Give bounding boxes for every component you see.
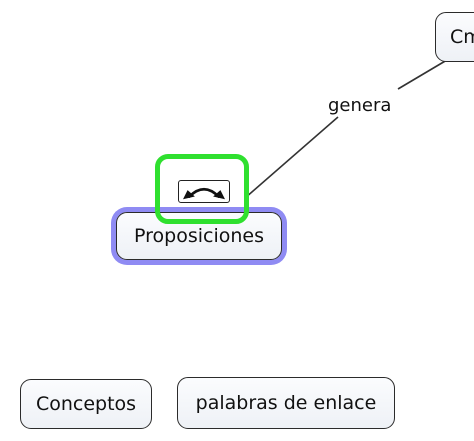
link-label-genera[interactable]: genera bbox=[327, 95, 393, 116]
link-line-lower bbox=[244, 116, 339, 199]
concept-node-conceptos[interactable]: Conceptos bbox=[20, 379, 152, 429]
link-creation-handle[interactable] bbox=[155, 154, 249, 224]
curved-double-arrow-icon bbox=[178, 180, 230, 203]
node-label: Proposiciones bbox=[134, 225, 264, 247]
concept-node-palabras-de-enlace[interactable]: palabras de enlace bbox=[177, 377, 395, 429]
concept-node-top-right[interactable]: Cm bbox=[435, 12, 474, 62]
node-label: Cm bbox=[450, 26, 474, 48]
node-label: Conceptos bbox=[35, 393, 137, 415]
link-line-upper bbox=[397, 56, 453, 90]
node-label: palabras de enlace bbox=[195, 392, 377, 414]
